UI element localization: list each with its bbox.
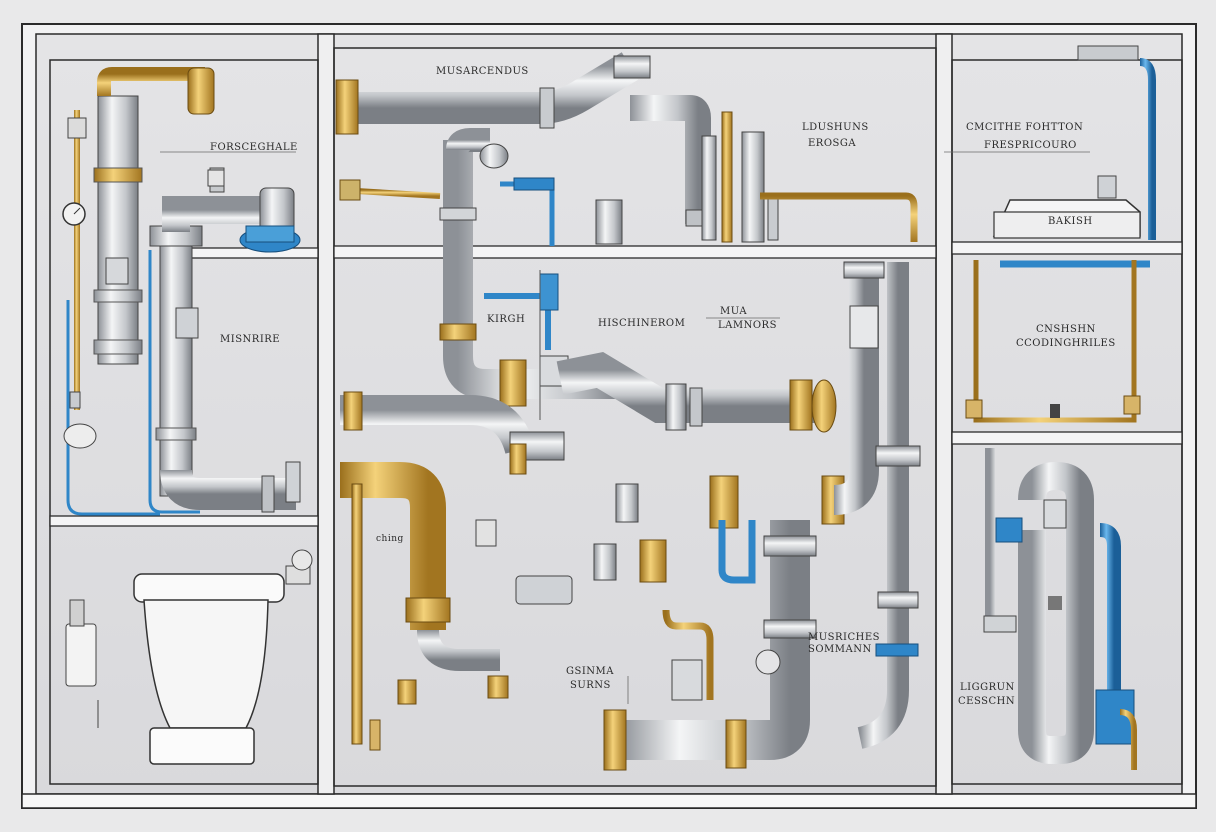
- label-far-right-low-1: LIGGRUN: [960, 682, 1015, 693]
- label-far-right-low-2: CESSCHN: [958, 696, 1016, 707]
- label-lower-right-1: MUSRICHES: [808, 632, 881, 643]
- right-pipes: [965, 45, 1156, 770]
- label-small-left-mid: ching: [376, 534, 404, 544]
- label-tank: BAKISH: [1048, 216, 1093, 227]
- center-pipes: [335, 52, 921, 771]
- label-mua: MUA: [720, 306, 748, 317]
- left-stack: [62, 67, 301, 516]
- compartment-walls: [49, 33, 1183, 795]
- label-left-mid: MISNRIRE: [220, 334, 281, 345]
- wall-valve-icon: [65, 599, 99, 728]
- label-right-mid-2: CCODINGHRILES: [1016, 338, 1116, 349]
- toilet-icon: [133, 549, 313, 765]
- label-left-upper: FORSCEGHALE: [210, 142, 298, 153]
- label-erosga: EROSGA: [808, 138, 857, 149]
- leader-lines: [160, 151, 1090, 704]
- label-top-center: MUSARCENDUS: [436, 66, 529, 77]
- label-right-header-1: CMCITHE FOHTTON: [966, 122, 1084, 133]
- tank-icon: [992, 199, 1141, 239]
- label-hischinerom: HISCHINEROM: [598, 318, 686, 329]
- label-right-header-2: FRESPRICOURO: [984, 140, 1077, 151]
- label-right-mid-1: CNSHSHN: [1036, 324, 1096, 335]
- valve-icon: [755, 649, 781, 675]
- label-lower-mid-2: SURNS: [570, 680, 611, 691]
- label-lower-right-2: SOMMANN: [808, 644, 872, 655]
- label-kirgh: KIRGH: [487, 314, 526, 325]
- label-ldushuns: LDUSHUNS: [802, 122, 869, 133]
- label-lamnors: LAMNORS: [718, 320, 777, 331]
- label-lower-mid-1: GSINMA: [566, 666, 614, 677]
